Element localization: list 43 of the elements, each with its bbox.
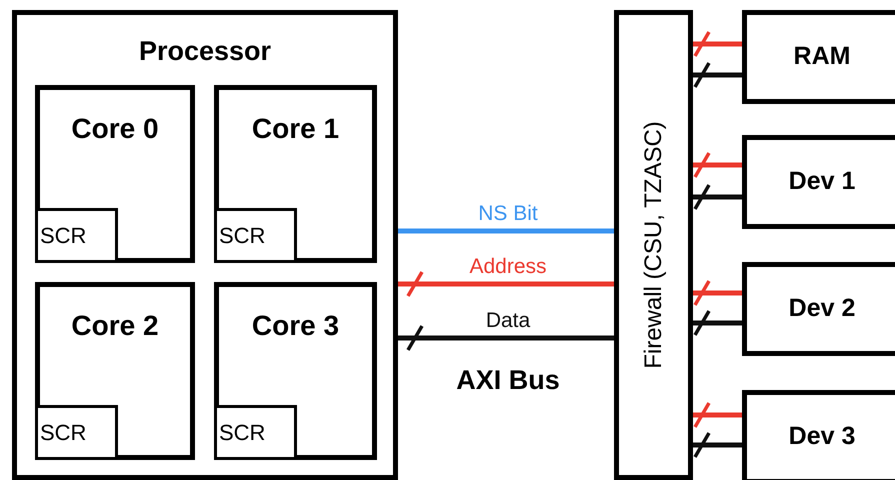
- processor-label: Processor: [138, 35, 272, 68]
- register-box: [214, 208, 297, 263]
- device-label: Dev 3: [788, 421, 856, 452]
- edge-label: Data: [486, 310, 530, 331]
- device-label: Dev 1: [788, 166, 856, 198]
- firewall-label: Firewall (CSU, TZASC): [638, 121, 668, 369]
- device-box: [742, 135, 895, 229]
- core-box: [35, 85, 195, 263]
- bus-line: [693, 290, 742, 296]
- device-box: [742, 390, 895, 480]
- bus-name: AXI Bus: [456, 367, 560, 394]
- bus-line: [693, 72, 742, 78]
- core-label: Core 2: [70, 309, 160, 343]
- core-box: [214, 85, 377, 263]
- register-label: SCR: [218, 222, 266, 247]
- register-box: [214, 405, 297, 460]
- bus-line: [398, 336, 614, 340]
- register-label: SCR: [39, 222, 88, 247]
- device-label: RAM: [794, 41, 850, 72]
- register-box: [35, 405, 118, 460]
- device-box: [742, 10, 895, 104]
- bus-line: [693, 442, 742, 448]
- bus-line: [398, 228, 614, 234]
- edge-label: NS Bit: [478, 203, 538, 224]
- core-label: Core 0: [70, 112, 160, 146]
- bus-line: [693, 412, 742, 418]
- device-box: [742, 262, 895, 356]
- bus-line: [398, 282, 614, 286]
- core-label: Core 1: [250, 112, 340, 146]
- core-box: [214, 282, 377, 460]
- bus-line: [693, 320, 742, 326]
- edge-label: Address: [469, 256, 547, 277]
- firewall-box: [614, 10, 693, 480]
- core-label: Core 3: [250, 309, 340, 343]
- bus-line: [693, 194, 742, 200]
- bus-line: [693, 42, 742, 46]
- processor-box: [12, 10, 398, 480]
- register-label: SCR: [39, 419, 88, 444]
- device-label: Dev 2: [788, 293, 856, 324]
- bus-line: [693, 162, 742, 168]
- register-box: [35, 208, 118, 263]
- register-label: SCR: [218, 419, 266, 444]
- core-box: [35, 282, 195, 460]
